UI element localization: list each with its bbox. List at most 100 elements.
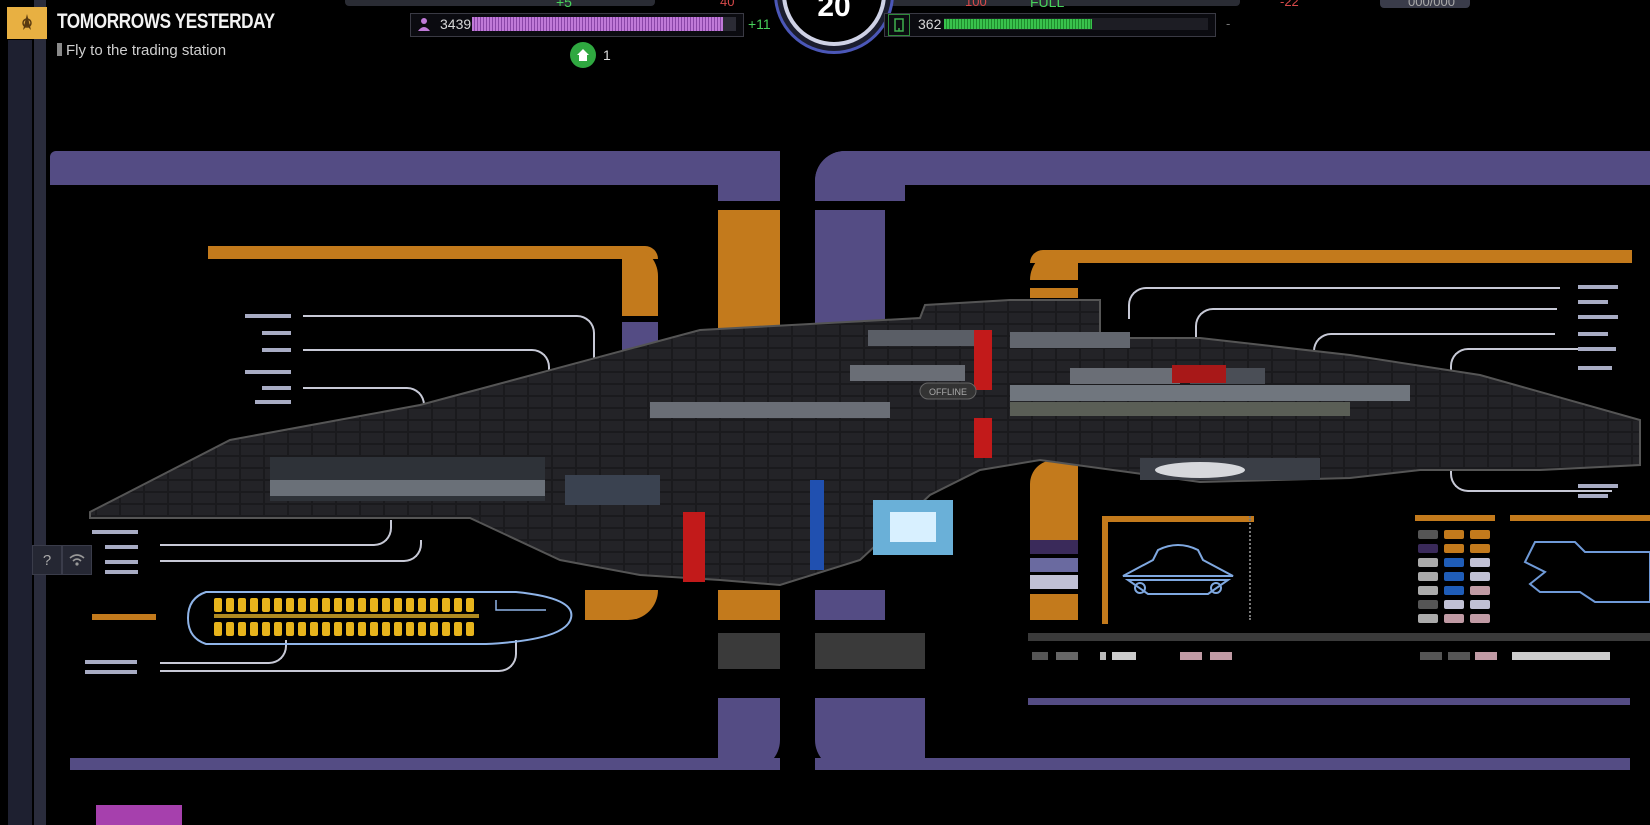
mission-badge[interactable]	[7, 7, 47, 39]
left-tick-3	[262, 348, 291, 352]
top-right-a: 100	[965, 0, 987, 9]
control-key[interactable]	[1470, 530, 1490, 539]
right-gold-bar	[1030, 250, 1632, 263]
shuttle-icon	[1122, 544, 1234, 595]
nacelle-cell	[322, 598, 330, 612]
energy-bar	[944, 18, 1208, 30]
left-tick-12	[85, 670, 137, 674]
right-tick-5	[1578, 347, 1616, 351]
offline-badge	[919, 382, 977, 400]
control-key[interactable]	[1444, 586, 1464, 595]
control-key[interactable]	[1470, 614, 1490, 623]
control-key[interactable]	[1444, 544, 1464, 553]
control-key[interactable]	[1470, 558, 1490, 567]
home-count: 1	[603, 47, 611, 63]
lcars-bottom-inner	[970, 705, 1630, 755]
control-key[interactable]	[1418, 572, 1438, 581]
hud-top-strip-left	[345, 0, 655, 6]
help-button[interactable]: ?	[32, 545, 62, 575]
left-tick-11	[85, 660, 137, 664]
left-gold-bar	[208, 246, 338, 259]
nacelle-cell	[394, 622, 402, 636]
control-key[interactable]	[1444, 572, 1464, 581]
control-grid[interactable]	[1418, 530, 1498, 628]
nacelle-cell	[382, 598, 390, 612]
nacelle-cell	[238, 622, 246, 636]
right-tick-3	[1578, 315, 1618, 319]
shuttle-panel[interactable]	[1102, 516, 1254, 624]
nacelle-cell	[262, 622, 270, 636]
lcars-top-elbow-right	[815, 151, 905, 201]
control-key[interactable]	[1470, 544, 1490, 553]
right-seg-3	[1030, 575, 1078, 589]
left-tick-1	[245, 314, 291, 318]
top-far-right: 000/000	[1408, 0, 1455, 9]
right-leader-1	[1128, 287, 1560, 319]
left-leader-1	[303, 315, 595, 377]
chip-8	[1448, 652, 1470, 660]
left-gold-small	[92, 614, 156, 620]
nacelle-cell	[214, 622, 222, 636]
control-grid-header	[1415, 515, 1495, 521]
control-key[interactable]	[1444, 530, 1464, 539]
control-key[interactable]	[1470, 572, 1490, 581]
shuttle-bay-left	[270, 457, 660, 505]
nacelle-cell	[286, 598, 294, 612]
nacelle-cell	[310, 622, 318, 636]
nacelle-cell	[466, 598, 474, 612]
nacelle-cell	[274, 598, 282, 612]
nacelle-cell	[286, 622, 294, 636]
nacelle-cell	[454, 598, 462, 612]
nacelle-cell	[262, 598, 270, 612]
center-col-purple-right	[815, 210, 885, 325]
control-key[interactable]	[1444, 558, 1464, 567]
control-key[interactable]	[1418, 586, 1438, 595]
left-rail	[8, 40, 32, 825]
ship-hull	[89, 299, 1641, 587]
nacelle-graphic	[186, 591, 573, 645]
control-key[interactable]	[1418, 558, 1438, 567]
nacelle-cell	[358, 622, 366, 636]
left-tick-2	[262, 331, 291, 335]
signal-button[interactable]	[62, 545, 92, 575]
control-key[interactable]	[1418, 614, 1438, 623]
warp-core[interactable]	[810, 480, 953, 570]
clock-value: 20	[817, 0, 851, 23]
chip-1	[1032, 652, 1048, 660]
nacelle-cell	[430, 598, 438, 612]
control-key[interactable]	[1418, 600, 1438, 609]
lcars-top-elbow-left	[718, 151, 780, 201]
control-key[interactable]	[1444, 614, 1464, 623]
energy-bar-fill	[944, 19, 1092, 29]
left-leader-4	[160, 520, 392, 546]
right-bottom-purple-2	[1408, 698, 1630, 706]
control-key[interactable]	[1470, 586, 1490, 595]
right-gold-low	[1030, 460, 1078, 540]
control-grid-row	[1418, 558, 1498, 567]
chip-9	[1475, 652, 1497, 660]
chip-4	[1112, 652, 1136, 660]
purple-status-block[interactable]	[96, 805, 182, 825]
control-key[interactable]	[1418, 544, 1438, 553]
control-key[interactable]	[1444, 600, 1464, 609]
center-col-gray-left	[718, 633, 780, 669]
nacelle-cell	[346, 622, 354, 636]
ship-outline-header	[1510, 515, 1650, 521]
control-key[interactable]	[1470, 600, 1490, 609]
nacelle-cell	[250, 598, 258, 612]
upper-module-row	[650, 330, 1410, 418]
right-leader-2	[1195, 308, 1557, 340]
hud-top-strip-far	[1380, 0, 1470, 8]
right-tick-1	[1578, 285, 1618, 289]
home-button[interactable]	[570, 42, 596, 68]
right-tick-8	[1578, 494, 1608, 498]
top-right-b: FULL	[1030, 0, 1065, 10]
control-grid-row	[1418, 614, 1498, 623]
crew-bar	[472, 17, 736, 31]
control-grid-row	[1418, 600, 1498, 609]
control-key[interactable]	[1418, 530, 1438, 539]
nacelle-cell	[394, 598, 402, 612]
right-seg-2	[1030, 558, 1078, 572]
lcars-bottom-bar-left	[70, 758, 780, 770]
